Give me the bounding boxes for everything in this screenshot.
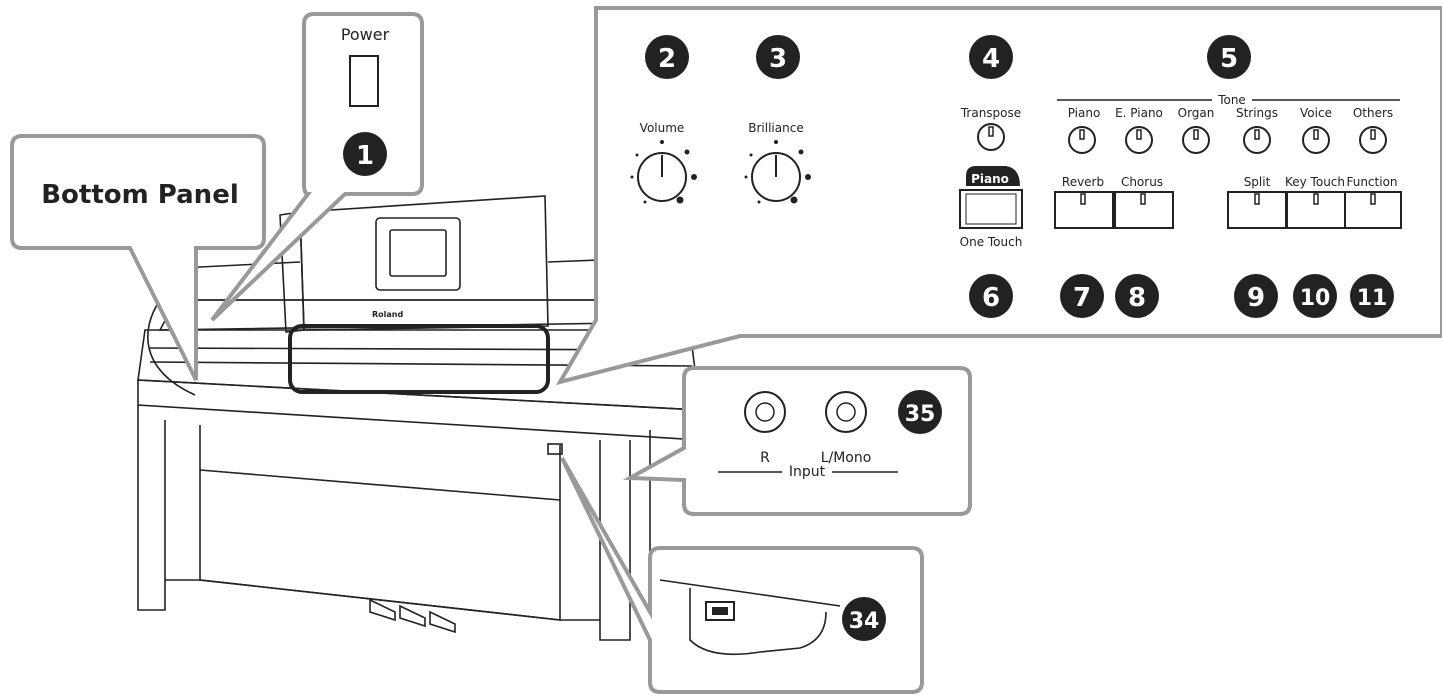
badge-4 xyxy=(969,35,1013,79)
badge-1-number: 1 xyxy=(356,141,374,171)
power-label: Power xyxy=(341,25,390,44)
piano-one-touch-button[interactable] xyxy=(959,189,1023,229)
badge-11 xyxy=(1350,274,1394,318)
reverb-button[interactable] xyxy=(1054,191,1114,229)
input-r-jack[interactable] xyxy=(744,391,786,433)
badge-7-number: 7 xyxy=(1073,283,1091,313)
tone-epiano-label: E. Piano xyxy=(1115,106,1163,120)
tone-strings-label: Strings xyxy=(1236,106,1278,120)
badge-34-number: 34 xyxy=(849,609,880,634)
badge-7 xyxy=(1060,274,1104,318)
badge-8-number: 8 xyxy=(1128,283,1146,313)
brilliance-label: Brilliance xyxy=(748,121,803,135)
badge-10 xyxy=(1293,274,1337,318)
brand-logo: Roland xyxy=(372,310,403,319)
badge-9 xyxy=(1234,274,1278,318)
brilliance-scale-dots xyxy=(744,140,811,204)
usb-port-callout: 34 xyxy=(560,457,924,694)
badge-3-number: 3 xyxy=(769,44,787,74)
input-r-label: R xyxy=(760,450,770,466)
piano-tag xyxy=(966,166,1020,186)
key-touch-label: Key Touch xyxy=(1285,175,1345,189)
tone-voice-button[interactable] xyxy=(1302,126,1330,154)
chorus-label: Chorus xyxy=(1121,175,1163,189)
tone-piano-label: Piano xyxy=(1068,106,1101,120)
one-touch-label: One Touch xyxy=(960,235,1023,249)
reverb-label: Reverb xyxy=(1062,175,1104,189)
tone-organ-button[interactable] xyxy=(1182,126,1210,154)
badge-35 xyxy=(898,390,942,434)
badge-3 xyxy=(756,35,800,79)
badge-11-number: 11 xyxy=(1357,286,1388,311)
badge-5-number: 5 xyxy=(1220,44,1238,74)
badge-10-number: 10 xyxy=(1300,286,1331,311)
transpose-button[interactable] xyxy=(977,123,1005,151)
volume-label: Volume xyxy=(640,121,685,135)
badge-6-number: 6 xyxy=(982,283,1000,313)
split-label: Split xyxy=(1244,175,1271,189)
input-label: Input xyxy=(789,464,826,480)
input-lmono-label: L/Mono xyxy=(821,450,872,466)
tone-label: Tone xyxy=(1217,93,1246,107)
function-label: Function xyxy=(1346,175,1397,189)
tone-strings-button[interactable] xyxy=(1243,126,1271,154)
tone-organ-label: Organ xyxy=(1178,106,1215,120)
tone-button-group: Piano E. Piano Organ Strings Voice Other… xyxy=(1068,106,1393,154)
tone-others-label: Others xyxy=(1353,106,1393,120)
volume-scale-dots xyxy=(630,140,697,204)
badge-8 xyxy=(1115,274,1159,318)
tone-epiano-button[interactable] xyxy=(1125,126,1153,154)
transpose-label: Transpose xyxy=(960,106,1021,120)
bottom-panel-callout: Bottom Panel xyxy=(10,134,266,381)
power-callout: Power 1 xyxy=(210,12,424,322)
control-panel-callout: 2 3 4 5 Volume Brilliance Transpose Tone xyxy=(555,6,1442,386)
badge-6 xyxy=(969,274,1013,318)
input-jacks-callout: 35 R L/Mono Input xyxy=(622,366,972,516)
badge-1 xyxy=(343,132,387,176)
piano-tag-label: Piano xyxy=(971,172,1009,186)
badge-4-number: 4 xyxy=(982,44,1000,74)
badge-35-number: 35 xyxy=(905,402,936,427)
tone-others-button[interactable] xyxy=(1359,126,1387,154)
badge-2-number: 2 xyxy=(658,44,676,74)
function-button[interactable] xyxy=(1344,191,1402,229)
tone-voice-label: Voice xyxy=(1300,106,1332,120)
tone-piano-button[interactable] xyxy=(1068,126,1096,154)
bottom-panel-label: Bottom Panel xyxy=(41,180,239,210)
key-touch-button[interactable] xyxy=(1286,191,1346,229)
badge-34 xyxy=(842,597,886,641)
badge-2 xyxy=(645,35,689,79)
badge-9-number: 9 xyxy=(1247,283,1265,313)
chorus-button[interactable] xyxy=(1114,191,1174,229)
split-button[interactable] xyxy=(1227,191,1287,229)
input-lmono-jack[interactable] xyxy=(825,391,867,433)
power-switch[interactable] xyxy=(349,55,379,107)
badge-5 xyxy=(1207,35,1251,79)
